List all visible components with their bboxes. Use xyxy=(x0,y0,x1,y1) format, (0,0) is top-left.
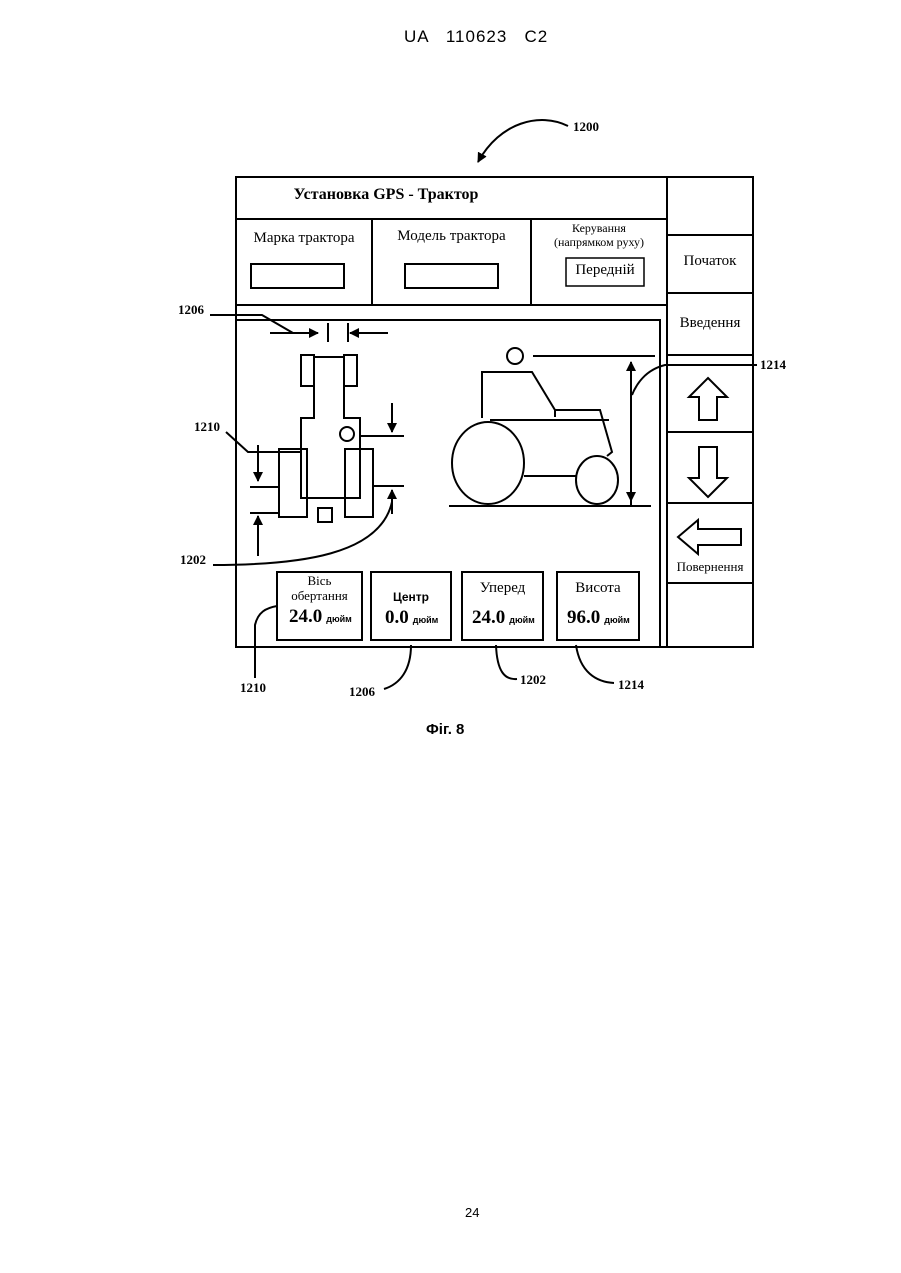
forward-unit: дюйм xyxy=(509,615,535,625)
enter-button[interactable]: Введення xyxy=(667,293,753,355)
center-unit: дюйм xyxy=(413,615,439,625)
ref-1202-left: 1202 xyxy=(180,552,206,568)
pivot-unit: дюйм xyxy=(326,614,352,624)
height-value: 96.0 xyxy=(567,607,600,628)
ref-1214-right: 1214 xyxy=(760,357,786,373)
pivot-label-line2: обертання xyxy=(277,589,362,602)
pivot-value: 24.0 xyxy=(289,606,322,627)
center-label: Центр xyxy=(371,590,451,604)
make-input[interactable] xyxy=(251,264,344,288)
start-button[interactable]: Початок xyxy=(667,235,753,293)
forward-label: Уперед xyxy=(462,580,543,596)
ref-1206-bottom: 1206 xyxy=(349,684,375,700)
forward-field[interactable]: Уперед 24.0 дюйм xyxy=(462,572,543,640)
ref-1210-left: 1210 xyxy=(194,419,220,435)
down-button[interactable] xyxy=(667,432,753,503)
height-field[interactable]: Висота 96.0 дюйм xyxy=(557,572,639,640)
side-blank-top xyxy=(667,177,753,235)
back-label: Повернення xyxy=(667,559,753,575)
make-label: Марка трактора xyxy=(236,230,372,246)
steering-label-line1: Керування xyxy=(531,222,667,235)
arrow-down-icon xyxy=(667,432,753,503)
model-input[interactable] xyxy=(405,264,498,288)
up-button[interactable] xyxy=(667,355,753,432)
ref-1200-leader xyxy=(478,120,568,162)
ref-1214-bottom: 1214 xyxy=(618,677,644,693)
steering-label-line2: (напрямком руху) xyxy=(531,236,667,249)
height-unit: дюйм xyxy=(604,615,630,625)
ref-1200: 1200 xyxy=(573,119,599,135)
height-label: Висота xyxy=(557,580,639,596)
steering-select[interactable]: Передній xyxy=(566,262,644,278)
ref-1202-bottom: 1202 xyxy=(520,672,546,688)
arrow-up-icon xyxy=(667,355,753,432)
back-button[interactable]: Повернення xyxy=(667,503,753,583)
forward-value: 24.0 xyxy=(472,607,505,628)
arrow-left-icon xyxy=(667,515,753,555)
ref-1206-top: 1206 xyxy=(178,302,204,318)
pivot-field[interactable]: Вісь обертання 24.0 дюйм xyxy=(277,572,362,640)
ref-1210-bottom: 1210 xyxy=(240,680,266,696)
model-label: Модель трактора xyxy=(372,228,531,244)
center-value: 0.0 xyxy=(385,607,409,628)
screen-title: Установка GPS - Трактор xyxy=(236,186,536,204)
center-field[interactable]: Центр 0.0 дюйм xyxy=(371,572,451,640)
pivot-label-line1: Вісь xyxy=(277,574,362,587)
